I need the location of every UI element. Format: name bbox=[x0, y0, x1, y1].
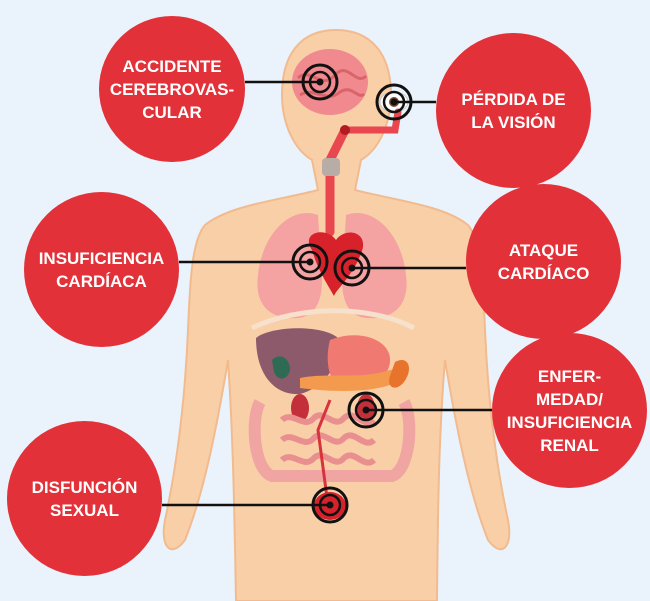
label-kidney-disease: ENFER- MEDAD/ INSUFICIENCIA RENAL bbox=[492, 333, 647, 488]
label-heart-attack-text: ATAQUE CARDÍACO bbox=[498, 239, 590, 285]
label-stroke: ACCIDENTE CEREBROVAS- CULAR bbox=[99, 16, 245, 162]
label-sexual-dysfunction-text: DISFUNCIÓN SEXUAL bbox=[32, 476, 138, 522]
label-heart-attack: ATAQUE CARDÍACO bbox=[466, 184, 621, 339]
label-heart-failure-text: INSUFICIENCIA CARDÍACA bbox=[39, 247, 165, 293]
label-heart-failure: INSUFICIENCIA CARDÍACA bbox=[24, 192, 179, 347]
label-vision-loss: PÉRDIDA DE LA VISIÓN bbox=[436, 33, 591, 188]
label-kidney-disease-text: ENFER- MEDAD/ INSUFICIENCIA RENAL bbox=[507, 365, 633, 457]
label-vision-loss-text: PÉRDIDA DE LA VISIÓN bbox=[461, 88, 565, 134]
label-stroke-text: ACCIDENTE CEREBROVAS- CULAR bbox=[110, 55, 234, 124]
label-sexual-dysfunction: DISFUNCIÓN SEXUAL bbox=[7, 421, 162, 576]
